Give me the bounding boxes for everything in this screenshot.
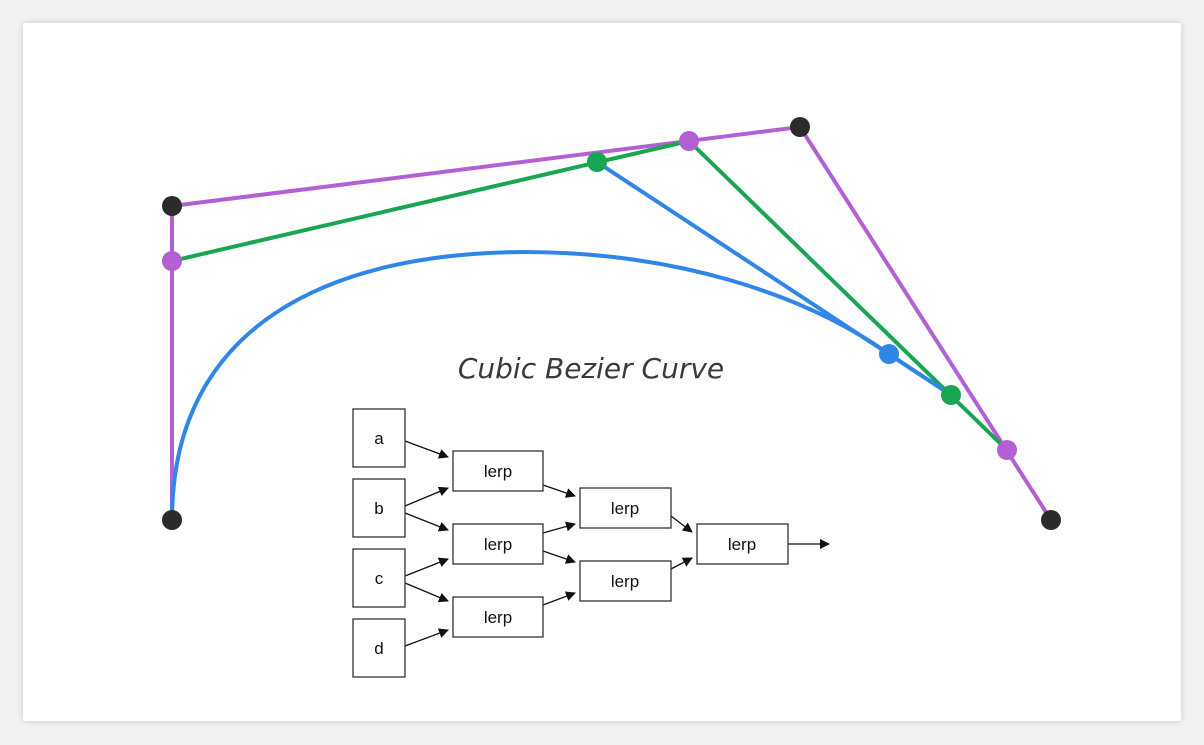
lerp-stage1-box-1: lerp xyxy=(452,450,544,492)
input-c-label: c xyxy=(375,569,384,588)
arrow-lerp4-lerp6 xyxy=(670,515,693,533)
lerp-stage1-box-2: lerp xyxy=(452,523,544,565)
lerp-stage2-box-2: lerp xyxy=(579,560,672,602)
arrow-lerp3-lerp5 xyxy=(542,591,576,606)
control-point-p2 xyxy=(790,117,810,137)
arrow-lerp1-lerp4 xyxy=(542,484,576,498)
lerp-point-abc xyxy=(587,152,607,172)
lerp-stage2-box-1: lerp xyxy=(579,487,672,529)
arrow-c-lerp2 xyxy=(404,557,449,577)
input-b-label: b xyxy=(374,499,383,518)
arrow-lerp5-lerp6 xyxy=(670,557,693,570)
flow-arrows xyxy=(404,440,830,647)
control-point-p3 xyxy=(1041,510,1061,530)
second-level-segments xyxy=(171,139,1009,452)
lerp-stage1-label-3: lerp xyxy=(484,608,512,627)
arrow-lerp2-lerp4 xyxy=(542,521,576,534)
arrow-d-lerp3 xyxy=(404,628,449,647)
input-c: c xyxy=(352,548,406,608)
lerp-point-ab xyxy=(162,251,182,271)
input-b: b xyxy=(352,478,406,538)
lerp-point-cd xyxy=(997,440,1017,460)
arrow-b-lerp2 xyxy=(404,512,449,532)
lerp-stage1-label-2: lerp xyxy=(484,535,512,554)
lerp-stage3-box: lerp xyxy=(696,523,789,565)
arrow-lerp2-lerp5 xyxy=(542,550,576,564)
lerp-stage1-label-1: lerp xyxy=(484,462,512,481)
bezier-diagram: Cubic Bezier Curve a b c d lerp xyxy=(162,117,1061,678)
control-point-p1 xyxy=(162,196,182,216)
lerp-point-bcd xyxy=(941,385,961,405)
arrow-c-lerp3 xyxy=(404,582,449,603)
lerp-stage1-box-3: lerp xyxy=(452,596,544,638)
arrow-a-lerp1 xyxy=(404,440,449,459)
input-a: a xyxy=(352,408,406,468)
lerp-stage3-label: lerp xyxy=(728,535,756,554)
input-d-label: d xyxy=(374,639,383,658)
lerp-stage2-label-1: lerp xyxy=(611,499,639,518)
input-a-label: a xyxy=(374,429,384,448)
lerp-point-bc xyxy=(679,131,699,151)
bezier-curve xyxy=(170,249,953,521)
input-d: d xyxy=(352,618,406,678)
diagram-card: Cubic Bezier Curve a b c d lerp xyxy=(23,23,1181,721)
control-point-p0 xyxy=(162,510,182,530)
lerp-stage2-label-2: lerp xyxy=(611,572,639,591)
curve-point xyxy=(879,344,899,364)
diagram-title: Cubic Bezier Curve xyxy=(458,352,724,385)
arrow-b-lerp1 xyxy=(404,486,449,507)
control-polygon xyxy=(171,125,1053,522)
